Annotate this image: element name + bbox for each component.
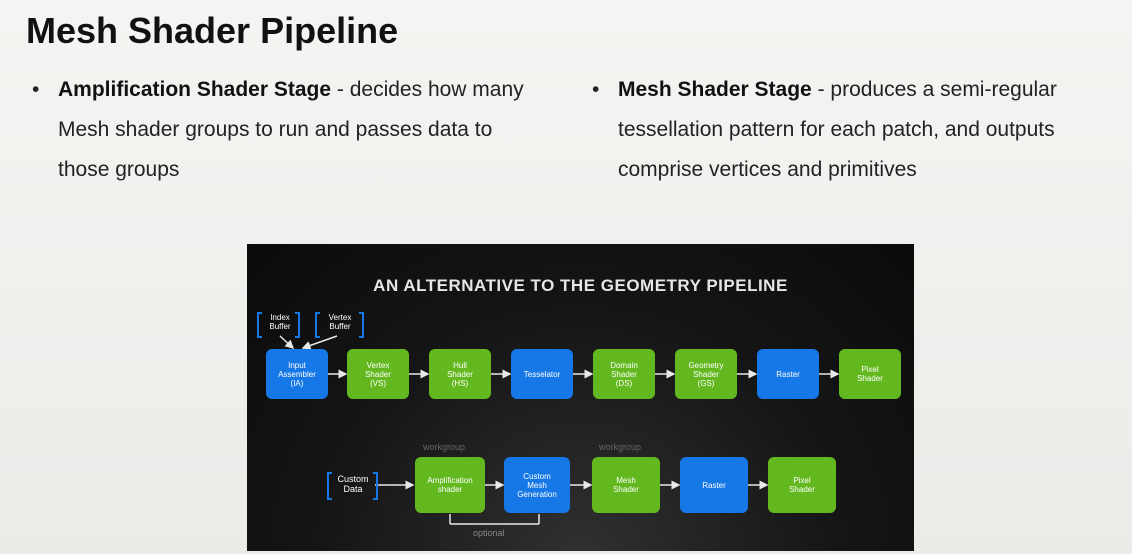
bracket-right — [359, 312, 364, 338]
raster-box-top: Raster — [757, 349, 819, 399]
workgroup-label-mesh: workgroup — [599, 442, 642, 452]
raster-box-bottom: Raster — [680, 457, 748, 513]
diagram-title: AN ALTERNATIVE TO THE GEOMETRY PIPELINE — [373, 276, 788, 295]
vertex-buffer-label: Vertex Buffer — [328, 313, 352, 331]
hull-shader-box: Hull Shader (HS) — [429, 349, 491, 399]
bracket-left — [327, 472, 332, 500]
tesselator-box: Tesselator — [511, 349, 573, 399]
vertex-shader-box: Vertex Shader (VS) — [347, 349, 409, 399]
domain-shader-box: Domain Shader (DS) — [593, 349, 655, 399]
arrow-vertex-to-ia — [301, 335, 338, 350]
bullet-dot: • — [592, 78, 600, 101]
pipeline-diagram: AN ALTERNATIVE TO THE GEOMETRY PIPELINE … — [247, 244, 914, 551]
bracket-left — [315, 312, 320, 338]
bullet-term: Mesh Shader Stage — [618, 78, 812, 101]
custom-data-label: Custom Data — [337, 474, 369, 494]
bullet-term: Amplification Shader Stage — [58, 78, 332, 101]
bullet-text: - decides how many Mesh shader groups to… — [58, 78, 524, 181]
custom-mesh-generation-box: Custom Mesh Generation — [504, 457, 570, 513]
pixel-shader-box-top: Pixel Shader — [839, 349, 901, 399]
amplification-shader-box: Amplification shader — [415, 457, 485, 513]
bracket-left — [257, 312, 262, 338]
geometry-shader-box: Geometry Shader (GS) — [675, 349, 737, 399]
optional-label: optional — [473, 528, 505, 538]
slide-title: Mesh Shader Pipeline — [26, 10, 399, 51]
bullet-dot: • — [32, 78, 40, 101]
input-assembler-box: Input Assembler (IA) — [266, 349, 328, 399]
bracket-right — [373, 472, 378, 500]
index-buffer-label: Index Buffer — [269, 313, 291, 331]
bracket-right — [295, 312, 300, 338]
workgroup-label-amplification: workgroup — [423, 442, 466, 452]
arrow-index-to-ia — [279, 335, 295, 350]
diagram-arrows — [279, 335, 840, 525]
bullet-mesh: • Mesh Shader Stage - produces a semi-re… — [592, 70, 1118, 190]
bullet-amplification: • Amplification Shader Stage - decides h… — [32, 70, 538, 190]
mesh-shader-box: Mesh Shader — [592, 457, 660, 513]
bullet-text: - produces a semi-regular tessellation p… — [618, 78, 1057, 181]
pixel-shader-box-bottom: Pixel Shader — [768, 457, 836, 513]
